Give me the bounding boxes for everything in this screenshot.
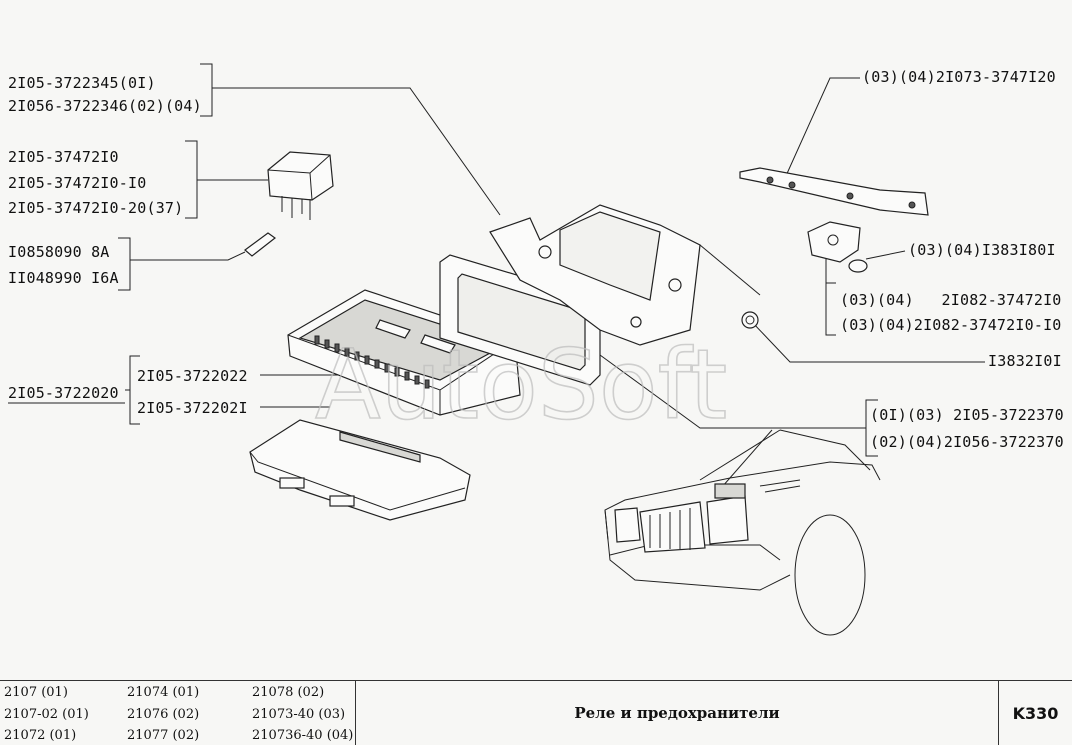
car-illustration [604, 429, 881, 636]
fuse-block [287, 289, 521, 416]
model-cell: 2107-02 (01) [4, 707, 89, 722]
washer-illustration [741, 311, 759, 329]
bracket-illustration [739, 167, 929, 216]
label-relay-2c: 2I05-37472I0-20(37) [8, 199, 183, 217]
model-cell: 21074 (01) [127, 685, 200, 700]
label-washer: I3832I0I [988, 352, 1062, 370]
label-relay-group-2: 2I05-37472I0 2I05-37472I0-I0 2I05-37472I… [8, 148, 183, 217]
watermark: AutoSoft [315, 329, 727, 441]
label-fuse-16a: II048990 I6A [8, 269, 119, 287]
fuse-illustration [244, 232, 277, 257]
label-bracket: (03)(04)2I073-3747I20 [862, 68, 1056, 86]
label-fuse-box: 2I05-3722020 [8, 384, 119, 402]
nut-illustration [848, 259, 868, 273]
label-relay-3a: (03)(04) 2I082-37472I0 [840, 291, 1062, 309]
relay-block-illustration [807, 221, 861, 263]
label-relay-1b: 2I056-3722346(02)(04) [8, 97, 202, 115]
fuse-box-cover [249, 419, 471, 521]
model-table: 2107 (01) 21074 (01) 21078 (02) 2107-02 … [0, 681, 356, 745]
footer-title-block: 2107 (01) 21074 (01) 21078 (02) 2107-02 … [0, 680, 1072, 745]
page-title: Реле и предохранители [574, 704, 780, 722]
fuse-slots [314, 335, 430, 389]
model-cell: 210736-40 (04) [252, 728, 354, 743]
label-relay-1a: 2I05-3722345(0I) [8, 74, 156, 92]
model-cell: 21073-40 (03) [252, 707, 346, 722]
mounting-plate [489, 204, 761, 346]
model-cell: 2107 (01) [4, 685, 68, 700]
label-cover-b: (02)(04)2I056-3722370 [870, 433, 1064, 451]
relay-illustration [267, 151, 334, 220]
model-cell: 21072 (01) [4, 728, 77, 743]
label-relay-3b: (03)(04)2I082-37472I0-I0 [840, 316, 1062, 334]
label-fuses: I0858090 8A II048990 I6A [8, 243, 119, 287]
label-cover-a: (0I)(03) 2I05-3722370 [870, 406, 1064, 424]
gasket-frame [439, 254, 601, 386]
label-nut: (03)(04)I383I80I [908, 241, 1056, 259]
label-fuse-8a: I0858090 8A [8, 243, 110, 261]
label-relay-2b: 2I05-37472I0-I0 [8, 174, 146, 192]
parts-diagram: 2I05-3722345(0I) 2I056-3722346(02)(04) 2… [8, 63, 1064, 636]
model-cell: 21078 (02) [252, 685, 325, 700]
label-relay-group-1: 2I05-3722345(0I) 2I056-3722346(02)(04) [8, 74, 202, 115]
label-relay-2a: 2I05-37472I0 [8, 148, 119, 166]
label-fuse-box-part-b: 2I05-372202I [137, 399, 248, 417]
model-cell: 21077 (02) [127, 728, 200, 743]
leader-lines [8, 63, 985, 488]
page-code: K330 [998, 681, 1072, 745]
model-cell: 21076 (02) [127, 707, 200, 722]
label-fuse-box-part-a: 2I05-3722022 [137, 367, 248, 385]
